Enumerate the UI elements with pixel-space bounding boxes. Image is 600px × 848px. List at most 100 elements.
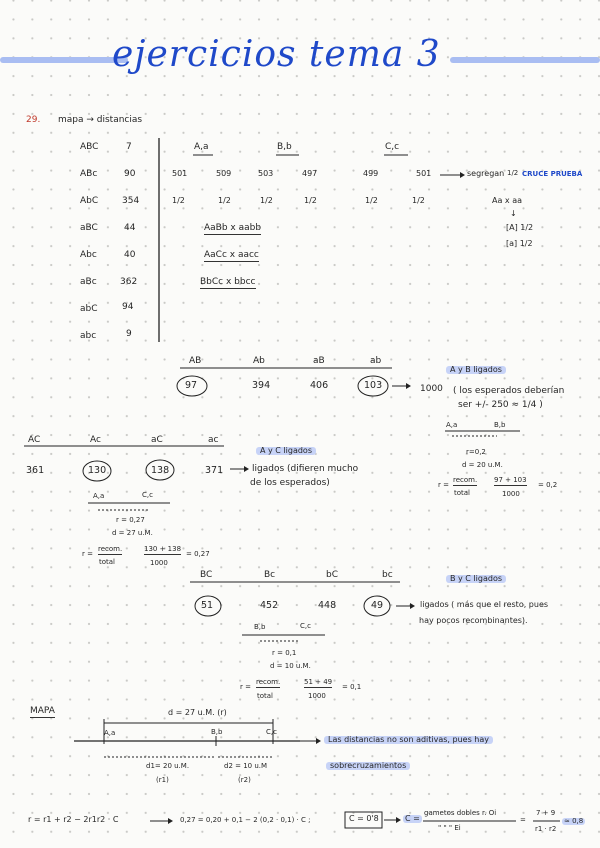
pair-count: 503 xyxy=(258,169,274,178)
count-cell: 94 xyxy=(122,302,134,312)
bc-formula-result: = 0,1 xyxy=(342,683,362,691)
genotype-cell: AbC xyxy=(80,196,99,206)
bc-formula-lhs: r = xyxy=(240,683,251,691)
pair-count: 501 xyxy=(416,169,432,178)
ab-map-left: A,a xyxy=(446,421,458,429)
count-cell: 40 xyxy=(124,250,136,260)
bc-value: 448 xyxy=(318,600,337,611)
ab-header: Ab xyxy=(253,356,265,366)
bc-map-right: C,c xyxy=(300,622,311,630)
mapa-d1-sub: (r1) xyxy=(156,776,169,784)
ab-header: aB xyxy=(313,356,325,366)
c-fraction-denominator: " " " Ei xyxy=(438,824,461,832)
mapa-locus-c: C,c xyxy=(266,728,277,736)
mapa-total-distance-label: d = 27 u.M. (r) xyxy=(168,708,227,717)
ab-value: 97 xyxy=(185,380,198,391)
test-cross-label: CRUCE PRUEBA xyxy=(522,170,583,178)
pair-ratio: 1/2 xyxy=(304,196,317,205)
genotype-cell: Abc xyxy=(80,250,97,260)
c-result: ≈ 0,8 xyxy=(562,817,586,825)
ac-note-2: de los esperados) xyxy=(250,478,330,488)
ac-formula-calc-den: 1000 xyxy=(150,559,168,567)
genotype-cell: aBC xyxy=(80,223,98,233)
bc-r: r = 0,1 xyxy=(272,649,297,657)
pair-header-a: A,a xyxy=(194,142,209,152)
ab-distance: d = 20 u.M. xyxy=(462,461,503,469)
ab-formula-lhs: r = xyxy=(438,481,449,489)
ab-formula-calc-num: 97 + 103 xyxy=(494,476,527,486)
pair-header-b: B,b xyxy=(277,142,292,152)
bc-header: BC xyxy=(200,570,213,580)
bc-value: 51 xyxy=(201,600,214,611)
bc-formula-den: total xyxy=(257,692,274,700)
bc-formula-num: recom. xyxy=(256,678,281,688)
bc-header: bC xyxy=(326,570,338,580)
ac-header: AC xyxy=(28,435,41,445)
genotype-cell: ABC xyxy=(80,142,99,152)
title-banner-right xyxy=(450,57,600,63)
exercise-heading: mapa → distancias xyxy=(58,115,143,125)
segregation-note: segregan xyxy=(467,169,505,178)
pair-header-c: C,c xyxy=(385,142,400,152)
ab-formula-num: recom. xyxy=(453,476,478,486)
ac-formula-num: recom. xyxy=(98,545,123,555)
bc-distance: d = 10 u.M. xyxy=(270,662,311,670)
pair-count: 497 xyxy=(302,169,318,178)
exercise-number: 29. xyxy=(26,115,41,125)
circle-51 xyxy=(194,595,222,617)
pair-count: 499 xyxy=(363,169,379,178)
pair-ratio: 1/2 xyxy=(218,196,231,205)
genotype-cell: ABc xyxy=(80,169,98,179)
c-value-box xyxy=(344,811,383,829)
ab-note-2: ser +/- 250 ≈ 1/4 ) xyxy=(458,400,543,410)
cross-bc: BbCc x bbcc xyxy=(200,277,256,289)
c-value: C = 0'8 xyxy=(349,814,379,823)
ab-map-right: B,b xyxy=(494,421,506,429)
mapa-note-1: Las distancias no son aditivas, pues hay xyxy=(324,736,494,744)
final-eq-substituted: 0,27 = 0,20 + 0,1 − 2 (0,2 · 0,1) · C ; xyxy=(180,816,311,824)
circle-97 xyxy=(176,375,208,397)
ac-formula-result: = 0,27 xyxy=(186,550,210,558)
ab-r: r=0,2 xyxy=(466,448,486,456)
bc-note-2: hay pocos recombinantes). xyxy=(419,616,528,625)
title-banner-left xyxy=(0,57,128,63)
test-cross-result-dominant: [A] 1/2 xyxy=(506,223,534,232)
pair-count: 509 xyxy=(216,169,232,178)
ac-value: 361 xyxy=(26,465,45,476)
mapa-d1: d1= 20 u.M. xyxy=(146,762,190,770)
mapa-label: MAPA xyxy=(30,706,55,718)
ac-value: 138 xyxy=(151,465,170,476)
final-eq-general: r = r1 + r2 − 2r1r2 · C xyxy=(28,815,119,824)
count-cell: 354 xyxy=(122,196,140,206)
pair-ratio: 1/2 xyxy=(365,196,378,205)
bc-value: 452 xyxy=(260,600,279,611)
bc-formula-calc-den: 1000 xyxy=(308,692,326,700)
count-cell: 362 xyxy=(120,277,138,287)
pair-ratio: 1/2 xyxy=(412,196,425,205)
cross-ab: AaBb x aabb xyxy=(204,223,262,235)
ac-value: 371 xyxy=(205,465,224,476)
ab-total: 1000 xyxy=(420,384,443,394)
ab-value: 394 xyxy=(252,380,271,391)
count-cell: 7 xyxy=(126,142,132,152)
c-label: C = xyxy=(403,814,422,823)
genotype-cell: aBc xyxy=(80,277,97,287)
mapa-note-2: sobrecruzamientos xyxy=(326,762,411,770)
bc-header: Bc xyxy=(264,570,276,580)
circle-49 xyxy=(363,595,391,617)
ab-linked-highlight: A y B ligados xyxy=(446,366,506,374)
cross-ac: AaCc x aacc xyxy=(204,250,259,262)
ab-note-1: ( los esperados deberían xyxy=(453,386,565,396)
pair-count: 501 xyxy=(172,169,188,178)
ac-formula-lhs: r = xyxy=(82,550,93,558)
ac-formula-den: total xyxy=(99,558,116,566)
ac-header: Ac xyxy=(90,435,101,445)
count-cell: 44 xyxy=(124,223,136,233)
equals-sign: = xyxy=(520,816,526,824)
ab-formula-result: = 0,2 xyxy=(538,481,558,489)
ab-header: ab xyxy=(370,356,382,366)
genotype-cell: abc xyxy=(80,331,97,341)
ac-note-1: ligados (difieren mucho xyxy=(252,464,359,474)
ac-distance: d = 27 u.M. xyxy=(112,529,153,537)
